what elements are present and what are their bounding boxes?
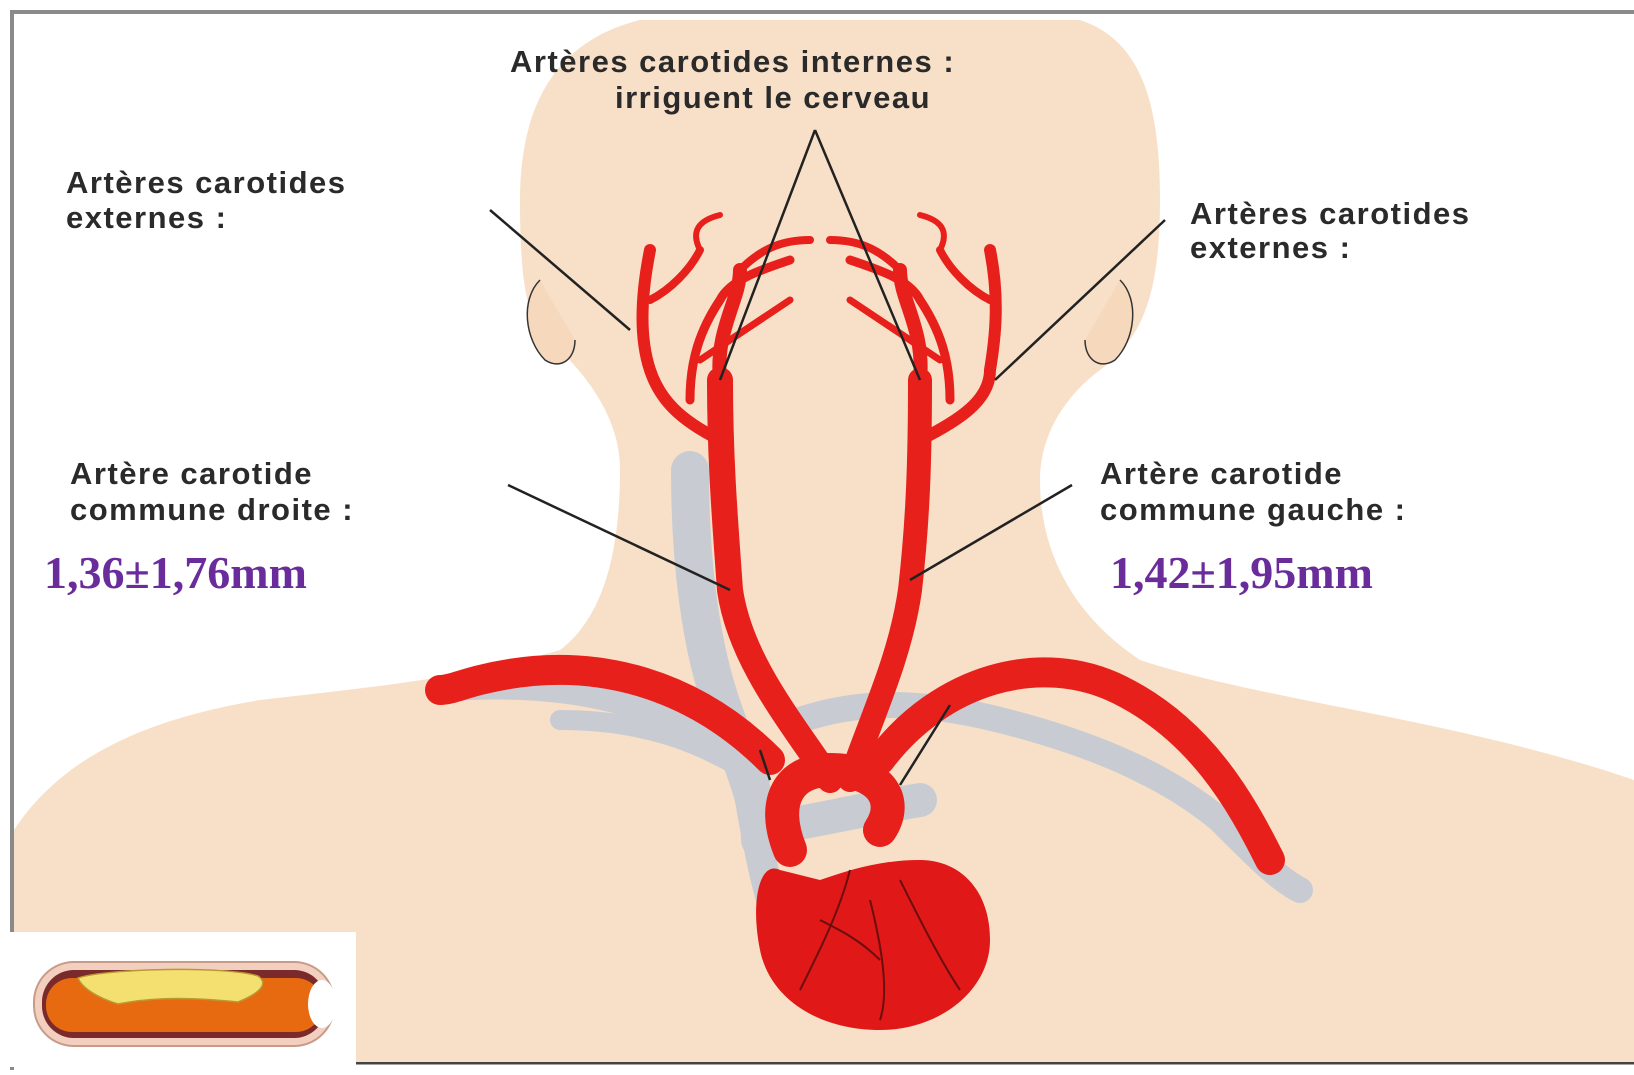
label-common-carotid-left-line1: Artère carotide [1100,456,1343,492]
artery-plaque-inset [8,932,356,1067]
label-common-carotid-right-line1: Artère carotide [70,456,313,492]
measurement-left: 1,42±1,95mm [1110,548,1373,598]
label-common-carotid-left-line2: commune gauche : [1100,492,1407,528]
label-internal-carotids-line2: irriguent le cerveau [615,80,931,116]
label-external-carotids-left-line1: Artères carotides [1190,196,1471,232]
label-internal-carotids-line1: Artères carotides internes : [510,44,955,80]
plaque-cross-section-icon [8,932,356,1067]
label-external-carotids-right-line1: Artères carotides [66,165,347,201]
label-external-carotids-right-line2: externes : [66,200,227,236]
label-external-carotids-left-line2: externes : [1190,230,1351,266]
measurement-right: 1,36±1,76mm [44,548,307,598]
label-common-carotid-right-line2: commune droite : [70,492,354,528]
